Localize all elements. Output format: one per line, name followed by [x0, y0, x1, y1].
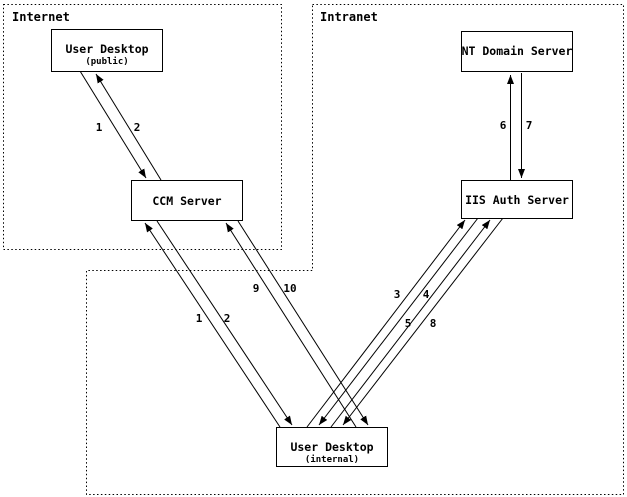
user-desktop-internal-title: User Desktop	[290, 440, 373, 454]
nt-domain-server-title: NT Domain Server	[462, 44, 573, 58]
user-desktop-internal-box	[276, 427, 388, 467]
user-desktop-public-box	[51, 29, 163, 72]
arrow-iis-to-internal-desktop-step8	[342, 217, 504, 426]
nt-domain-server-box	[461, 31, 573, 72]
user-desktop-public-subtitle: (public)	[85, 56, 128, 67]
flow-label-internal-2: 2	[224, 312, 231, 325]
flow-label-8: 8	[430, 317, 437, 330]
user-desktop-internal-subtitle: (internal)	[305, 454, 359, 465]
user-desktop-public-title: User Desktop	[65, 42, 148, 56]
arrow-ccm-to-public-desktop	[95, 73, 162, 181]
flow-label-10: 10	[283, 282, 296, 295]
arrow-ccm-to-internal-desktop-step2	[156, 220, 293, 426]
ccm-server-title: CCM Server	[152, 194, 221, 208]
iis-auth-server-box	[461, 180, 573, 219]
flow-label-3: 3	[394, 288, 401, 301]
arrow-internal-desktop-to-ccm-step1	[144, 222, 281, 428]
intranet-region-outline	[86, 4, 624, 495]
node-iis-auth-server: IIS Auth Server	[461, 180, 573, 219]
flow-label-6: 6	[500, 119, 507, 132]
flow-label-7: 7	[526, 119, 533, 132]
flow-label-5: 5	[405, 317, 412, 330]
flow-label-9: 9	[253, 282, 260, 295]
iis-auth-server-title: IIS Auth Server	[465, 193, 569, 207]
arrow-internal-desktop-to-ccm-step9	[225, 222, 357, 428]
flow-label-internal-1: 1	[196, 312, 203, 325]
intranet-region-label: Intranet	[320, 10, 378, 24]
arrow-public-desktop-to-ccm	[79, 70, 147, 179]
arrow-iis-to-internal-desktop-step4	[318, 217, 479, 426]
ccm-server-box	[131, 180, 243, 221]
internet-region-label: Internet	[12, 10, 70, 24]
flow-label-public-2: 2	[134, 121, 141, 134]
arrow-ccm-to-internal-desktop-step10	[237, 220, 369, 426]
arrow-internal-desktop-to-iis-step5	[330, 219, 491, 428]
arrow-internal-desktop-to-iis-step3	[306, 219, 466, 428]
node-user-desktop-public: User Desktop (public)	[51, 29, 163, 72]
flow-label-public-1: 1	[96, 121, 103, 134]
node-user-desktop-internal: User Desktop (internal)	[276, 427, 388, 467]
flow-label-4: 4	[423, 288, 430, 301]
node-nt-domain-server: NT Domain Server	[461, 31, 573, 72]
node-ccm-server: CCM Server	[131, 180, 243, 221]
